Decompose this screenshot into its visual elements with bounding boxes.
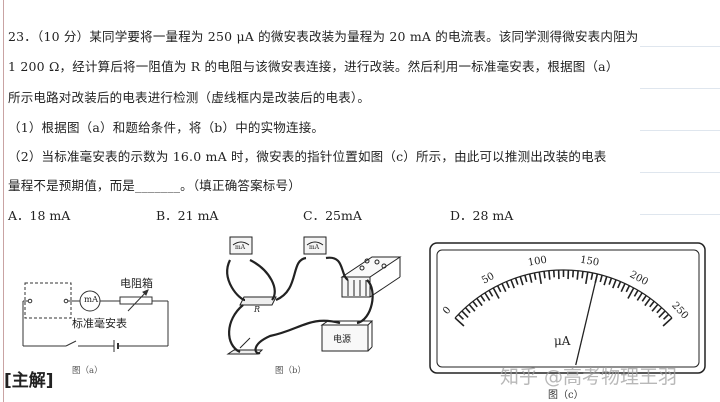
scale-tick [608,277,613,285]
scale-tick [581,271,584,279]
scale-tick [533,272,537,280]
scale-tick [636,292,643,301]
scale-tick [510,279,515,289]
option-a: A．18 mA [8,208,71,223]
scale-tick [454,317,465,327]
switch-symbol [65,340,77,347]
caption-c: 图（c） [548,390,584,401]
scale-label: 50 [480,271,496,287]
scale-tick [633,289,639,297]
caption-a: 图（a） [72,366,103,376]
resistor-r [239,296,277,306]
scale-tick [524,274,528,283]
meter-outer-frame [429,242,706,374]
scale-tick [514,277,519,285]
scale-tick [543,271,546,279]
scale-tick [651,303,659,312]
ruled-line [640,88,720,89]
ruled-line [640,130,720,131]
resistor-r-label: R [254,305,261,314]
scale-tick [480,295,486,302]
circuit-diagram-a [22,282,169,352]
scale-tick [464,307,471,314]
meter-inner-frame [436,249,700,368]
caption-b: 图（b） [275,366,306,376]
scale-tick [548,270,551,280]
unit-label: μA [554,334,571,348]
scale-tick [649,300,655,308]
sub-question-1: （1）根据图（a）和题给条件，将（b）中的实物连接。 [8,120,325,135]
question-line-1: 23．（10 分）某同学要将一量程为 250 μA 的微安表改装为量程为 20 … [8,29,639,44]
scale-tick [461,310,469,318]
ruled-line [640,214,720,215]
option-b: B．21 mA [156,208,219,223]
ruled-line [640,172,720,173]
scale-ticks [454,269,673,327]
needle [575,275,598,366]
scale-tick [617,281,622,289]
scale-tick [658,310,666,318]
standard-meter-label: 标准毫安表 [72,317,127,330]
handwritten-note: [主解] [4,371,54,391]
scale-tick [538,271,542,284]
milliammeter-2 [303,236,327,255]
scale-tick [528,273,533,283]
scale-tick [457,313,464,320]
scale-arc [454,269,673,319]
option-d: D．28 mA [450,208,514,223]
power-label: 电源 [333,335,352,345]
milliammeter-1 [229,236,253,255]
scale-tick [590,272,594,280]
ruled-line [640,46,720,47]
scale-tick [599,274,603,283]
scale-tick [644,297,651,307]
wires [226,256,374,355]
scale-tick [501,283,507,293]
scale-tick [468,303,476,312]
sub-question-2: （2）当标准毫安表的示数为 16.0 mA 时，微安表的指针位置如图（c）所示，… [8,149,607,164]
power-supply [320,320,374,352]
watermark: 知乎 @高考物理王羽 [500,366,678,388]
scale-label: 100 [527,255,548,269]
scale-tick [505,281,510,289]
meter2-label: mA [309,244,320,251]
milliammeter-label: mA [84,295,99,305]
scale-tick [492,287,500,299]
scale-tick [662,317,673,327]
scale-label: 150 [579,255,600,269]
scale-tick [620,283,626,293]
scale-tick [576,270,579,280]
page-margin-line [3,0,4,402]
scale-tick [603,276,608,286]
scale-tick [484,292,491,301]
scale-tick [625,285,631,293]
scale-tick [476,297,483,307]
scale-tick [488,289,494,297]
question-line-2: 1 200 Ω，经计算后将一阻值为 R 的电阻与该微安表连接，进行改装。然后利用… [8,59,619,74]
scale-tick [472,300,478,308]
scale-tick [663,313,670,320]
question-line-3: 所示电路对改装后的电表进行检测（虚线框内是改装后的电表）。 [8,90,371,105]
scale-tick [585,271,589,284]
meter1-label: mA [235,244,246,251]
apparatus-diagram-b [226,236,402,355]
option-c: C．25mA [303,208,362,223]
scale-tick [627,287,635,299]
resistance-box [340,256,402,298]
scale-tick [519,276,524,286]
scale-tick [612,279,617,289]
scale-tick [641,295,647,302]
resistor-box-label: 电阻箱 [120,277,153,290]
sub-question-2-cont: 量程不是预期值，而是_______。（填正确答案标号） [8,178,301,193]
scale-tick [656,307,663,314]
scale-tick [496,285,502,293]
